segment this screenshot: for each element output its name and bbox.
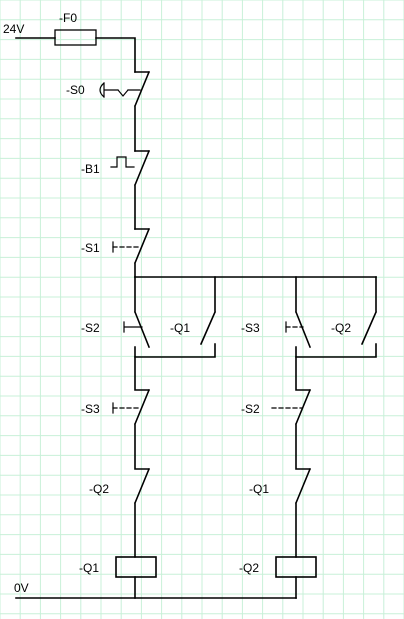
switch-b1-contact <box>133 149 151 230</box>
wire-left-branch <box>133 276 217 358</box>
wire-supply-plus <box>15 37 136 73</box>
switch-b1-actuator <box>110 156 135 168</box>
estop-s0-contact <box>133 70 151 152</box>
wire-right-branch <box>294 276 378 358</box>
fuse-f0-symbol <box>54 29 97 46</box>
label-s0: -S0 <box>66 83 85 97</box>
wire-left-chain <box>133 356 151 558</box>
label-coil-q2: -Q2 <box>239 561 259 575</box>
switch-s1-contact <box>133 227 151 278</box>
coil-q1-symbol <box>115 556 157 578</box>
label-0v: 0V <box>14 581 29 595</box>
label-s3-interlock: -S3 <box>81 402 100 416</box>
wire-right-chain <box>294 356 312 558</box>
estop-s0-mushroom <box>99 82 105 98</box>
label-s3: -S3 <box>241 321 260 335</box>
label-q1-hold: -Q1 <box>170 321 190 335</box>
label-q2-interlock: -Q2 <box>89 482 109 496</box>
estop-s0-actuator <box>104 89 141 97</box>
label-q2-hold: -Q2 <box>331 321 351 335</box>
label-coil-q1: -Q1 <box>79 561 99 575</box>
labels: 24V -F0 -S0 -B1 -S1 -S2 -Q1 -S3 -Q2 -S3 … <box>3 11 351 595</box>
label-s2: -S2 <box>81 321 100 335</box>
label-s2-interlock: -S2 <box>241 402 260 416</box>
label-fuse-f0: -F0 <box>59 11 77 25</box>
label-b1: -B1 <box>81 162 100 176</box>
label-q1-interlock: -Q1 <box>249 482 269 496</box>
wires <box>15 29 378 599</box>
switch-s2-actuator <box>123 321 143 333</box>
label-s1: -S1 <box>81 241 100 255</box>
label-24v: 24V <box>3 22 24 36</box>
